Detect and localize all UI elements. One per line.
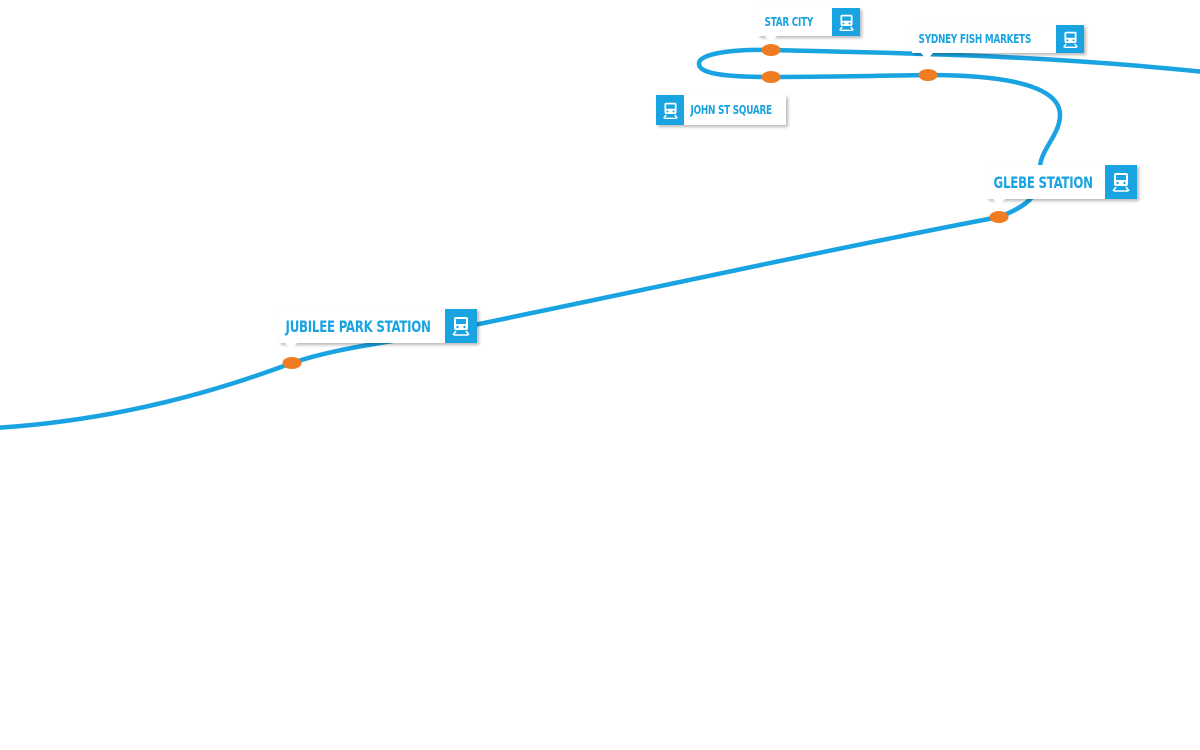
station-name: Star City xyxy=(764,15,814,29)
train-icon xyxy=(832,8,860,36)
train-icon xyxy=(445,309,477,343)
station-name: Glebe Station xyxy=(993,172,1093,192)
station-marker-glebe[interactable] xyxy=(989,211,1009,223)
train-icon xyxy=(1105,165,1137,199)
station-marker-jubilee-park[interactable] xyxy=(282,357,302,369)
station-name: Jubilee Park Station xyxy=(285,316,431,336)
label-pointer xyxy=(993,199,1005,206)
label-pointer xyxy=(921,53,933,60)
label-pointer xyxy=(285,343,297,350)
station-name: John St Square xyxy=(690,103,773,117)
station-label-star-city[interactable]: Star City xyxy=(758,8,860,43)
station-marker-star-city[interactable] xyxy=(761,44,781,56)
station-label-sydney-fish-markets[interactable]: Sydney Fish Markets xyxy=(912,25,1084,60)
station-label-jubilee-park[interactable]: Jubilee Park Station xyxy=(279,309,477,350)
label-pointer xyxy=(765,36,777,43)
station-markers xyxy=(282,44,1009,369)
station-name: Sydney Fish Markets xyxy=(918,32,1032,46)
station-label-glebe[interactable]: Glebe Station xyxy=(987,165,1137,206)
station-marker-sydney-fish-markets[interactable] xyxy=(918,69,938,81)
station-marker-john-st-square[interactable] xyxy=(761,71,781,83)
station-label-john-st-square[interactable]: John St Square xyxy=(656,88,786,125)
train-icon xyxy=(1056,25,1084,53)
train-icon xyxy=(656,95,684,125)
tram-route-line xyxy=(0,47,1200,430)
label-pointer xyxy=(764,88,776,95)
